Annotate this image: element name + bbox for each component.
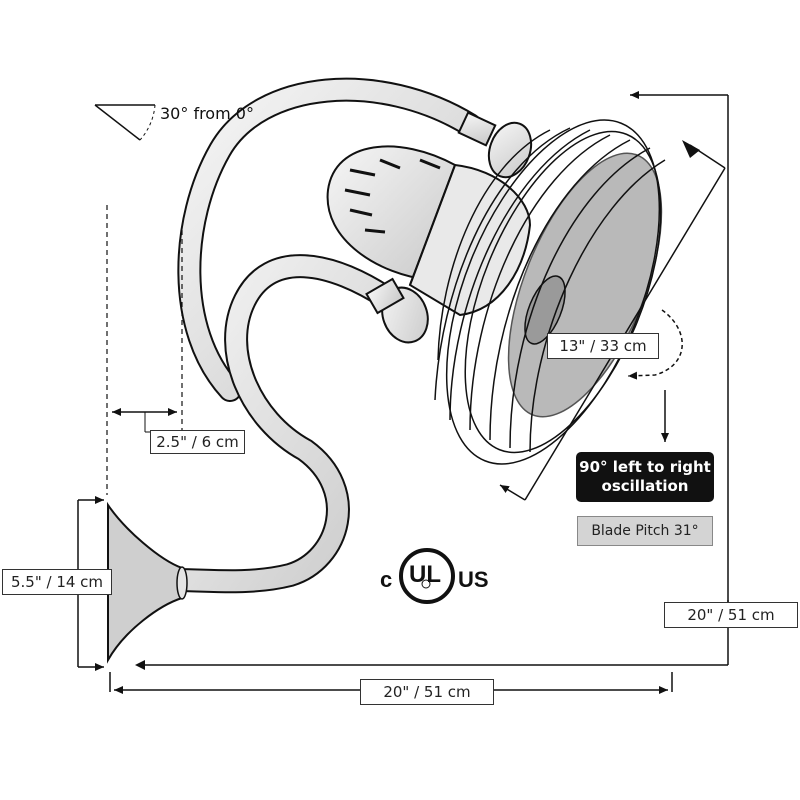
lower-arm [163, 254, 402, 594]
height-label: 20" / 51 cm [664, 602, 798, 628]
oscillation-line2: oscillation [601, 477, 689, 495]
upper-arm [177, 77, 482, 402]
base-height-label: 5.5" / 14 cm [2, 569, 112, 595]
offset-dimension [106, 205, 183, 495]
ul-prefix: c [380, 567, 393, 592]
tilt-label: 30° from 0° [160, 104, 254, 123]
fan-cage [434, 119, 666, 465]
oscillation-badge: 90° left to right oscillation [576, 452, 714, 502]
ul-mark: UL [409, 561, 441, 588]
lower-pivot [365, 277, 429, 344]
ul-suffix: US [458, 567, 489, 592]
wall-mount-base [107, 501, 188, 664]
oscillation-line1: 90° left to right [579, 458, 711, 477]
tilt-indicator [94, 104, 156, 141]
frame-right [135, 91, 729, 670]
offset-label: 2.5" / 6 cm [150, 430, 245, 454]
blade-pitch-badge: Blade Pitch 31° [577, 516, 713, 546]
cage-diameter-label: 13" / 33 cm [547, 333, 659, 359]
oscillation-arrows [627, 309, 683, 442]
width-label: 20" / 51 cm [360, 679, 494, 705]
ul-logo [399, 548, 455, 604]
